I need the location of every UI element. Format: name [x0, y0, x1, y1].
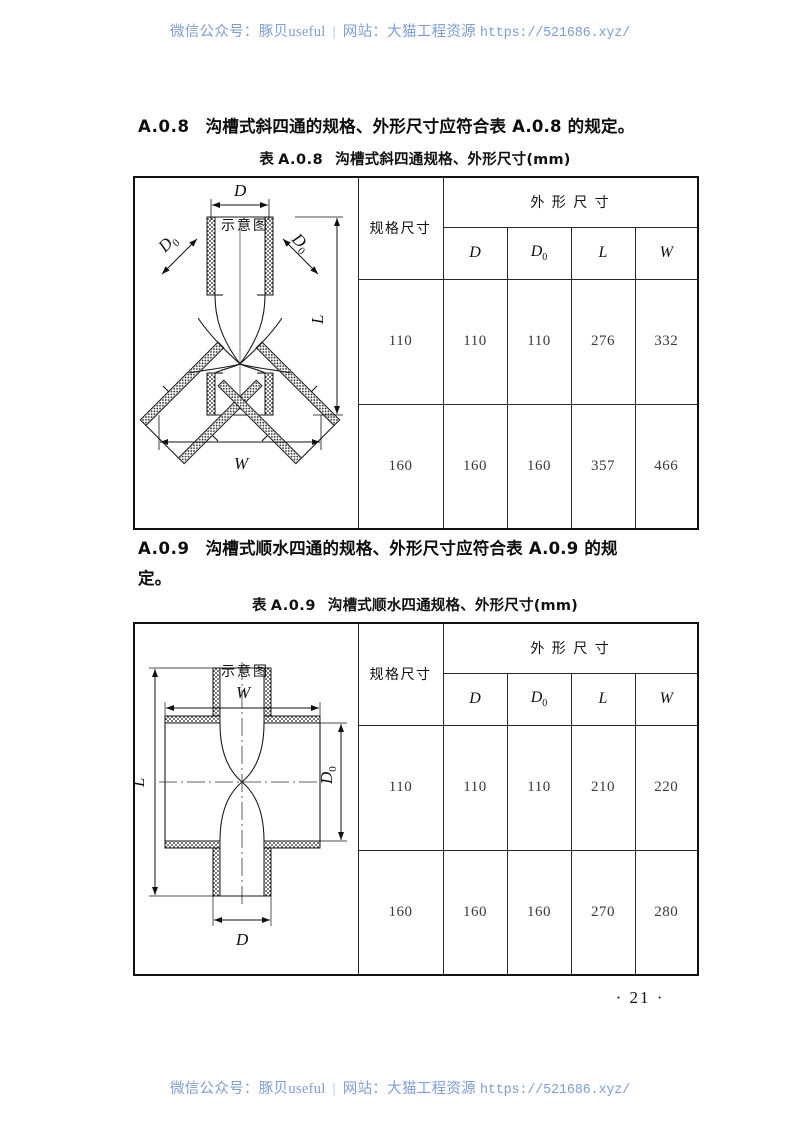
header-col-L: L: [570, 226, 636, 280]
table-a-0-9: W L D0 D 规格尺寸 外 形 尺 寸 D D0 L W: [133, 622, 700, 976]
cell-D0: 110: [506, 278, 572, 405]
cell-spec: 110: [357, 278, 444, 405]
header-diagram-label-a09: 示意图: [221, 664, 269, 680]
table-header-row-2: D D0 L W: [134, 672, 699, 726]
caption-prefix: 表: [259, 152, 275, 168]
watermark-url: https://521686.xyz/: [479, 1083, 631, 1098]
header-col-W-label: W: [659, 244, 673, 261]
header-col-W: W: [634, 226, 699, 280]
diagram-label-D: D: [235, 930, 249, 949]
header-col-W: W: [634, 672, 699, 726]
clause-a-0-9-text-line2: 定。: [138, 569, 172, 588]
header-col-D0: D0: [506, 672, 572, 726]
cell-L: 357: [570, 403, 636, 530]
cell-D: 160: [442, 403, 508, 530]
diagram-cell-oblique-cross: D L W D0 D0: [133, 176, 359, 530]
table-header-row-1: D L W D0 D0 规格尺寸 外 形 尺 寸: [133, 176, 699, 530]
clause-a-0-9-text-line1: 沟槽式顺水四通的规格、外形尺寸应符合表 A.0.9 的规: [205, 539, 618, 558]
header-col-D0-label: D: [530, 242, 543, 260]
watermark-site-label: 网站：大猫工程资源: [342, 24, 476, 40]
watermark-wechat-label: 微信公众号：豚贝useful: [169, 1081, 326, 1097]
diagram-label-L: L: [135, 778, 148, 788]
header-col-L-label: L: [598, 690, 608, 707]
cell-L: 270: [570, 849, 636, 976]
diagram-cell-straight-cross: W L D0 D: [133, 622, 359, 976]
cell-spec: 160: [357, 403, 444, 530]
watermark-separator: |: [332, 24, 336, 40]
table-row: 160 160 160 270 280: [134, 849, 699, 976]
caption-title: 沟槽式斜四通规格、外形尺寸(mm): [335, 152, 571, 168]
table-a-0-8: D L W D0 D0 规格尺寸 外 形 尺 寸 D D0 L: [133, 176, 700, 530]
watermark-wechat-label: 微信公众号：豚贝useful: [169, 24, 326, 40]
diagram-label-W: W: [234, 454, 250, 473]
table-row: 160 160 160 357 466: [134, 403, 699, 530]
watermark-bottom: 微信公众号：豚贝useful | 网站：大猫工程资源 https://521686.…: [0, 1077, 800, 1098]
cell-W: 466: [634, 403, 699, 530]
header-col-D0-subscript: 0: [542, 698, 548, 710]
cell-spec: 160: [357, 849, 444, 976]
header-outer-dimensions: 外 形 尺 寸: [442, 622, 699, 674]
diagram-label-L: L: [308, 315, 327, 325]
watermark-url: https://521686.xyz/: [479, 26, 631, 41]
caption-title: 沟槽式顺水四通规格、外形尺寸(mm): [327, 598, 578, 614]
clause-a-0-9-number: A.0.9: [138, 539, 190, 558]
header-col-L-label: L: [598, 244, 608, 261]
header-col-L: L: [570, 672, 636, 726]
header-col-D0: D0: [506, 226, 572, 280]
cell-D: 160: [442, 849, 508, 976]
cell-D0: 160: [506, 403, 572, 530]
diagram-grooved-oblique-cross: D L W D0 D0: [135, 178, 358, 528]
cell-D0: 110: [506, 724, 572, 851]
cell-D0: 160: [506, 849, 572, 976]
table-header-row-1: W L D0 D 规格尺寸 外 形 尺 寸: [133, 622, 699, 976]
cell-D: 110: [442, 278, 508, 405]
cell-W: 332: [634, 278, 699, 405]
header-col-D0-label: D: [530, 688, 543, 706]
caption-number: A.0.9: [270, 598, 316, 614]
header-outer-dimensions: 外 形 尺 寸: [442, 176, 699, 228]
watermark-top: 微信公众号：豚贝useful | 网站：大猫工程资源 https://521686.…: [0, 20, 800, 41]
cell-L: 276: [570, 278, 636, 405]
cell-D: 110: [442, 724, 508, 851]
header-col-D-label: D: [469, 690, 481, 707]
watermark-separator: |: [332, 1081, 336, 1097]
diagram-grooved-straight-cross: W L D0 D: [135, 624, 358, 974]
header-col-D: D: [442, 672, 508, 726]
clause-a-0-8-text: 沟槽式斜四通的规格、外形尺寸应符合表 A.0.8 的规定。: [205, 117, 635, 136]
header-diagram-label-a08: 示意图: [221, 218, 269, 234]
header-spec-size: 规格尺寸: [357, 622, 444, 726]
cell-L: 210: [570, 724, 636, 851]
caption-prefix: 表: [252, 598, 267, 614]
clause-a-0-8: A.0.8 沟槽式斜四通的规格、外形尺寸应符合表 A.0.8 的规定。: [138, 112, 698, 142]
header-col-D: D: [442, 226, 508, 280]
clause-a-0-9: A.0.9 沟槽式顺水四通的规格、外形尺寸应符合表 A.0.9 的规 定。: [138, 534, 686, 594]
diagram-label-W: W: [236, 683, 252, 702]
cell-spec: 110: [357, 724, 444, 851]
cell-W: 220: [634, 724, 699, 851]
header-col-W-label: W: [659, 690, 673, 707]
table-row: 110 110 110 276 332: [134, 278, 699, 405]
watermark-site-label: 网站：大猫工程资源: [342, 1081, 476, 1097]
header-spec-size: 规格尺寸: [357, 176, 444, 280]
cell-W: 280: [634, 849, 699, 976]
caption-number: A.0.8: [278, 152, 324, 168]
diagram-label-D: D: [233, 181, 247, 200]
header-col-D0-subscript: 0: [542, 252, 548, 264]
page-number: · 21 ·: [615, 988, 665, 1007]
header-col-D-label: D: [469, 244, 481, 261]
clause-a-0-8-number: A.0.8: [138, 117, 190, 136]
